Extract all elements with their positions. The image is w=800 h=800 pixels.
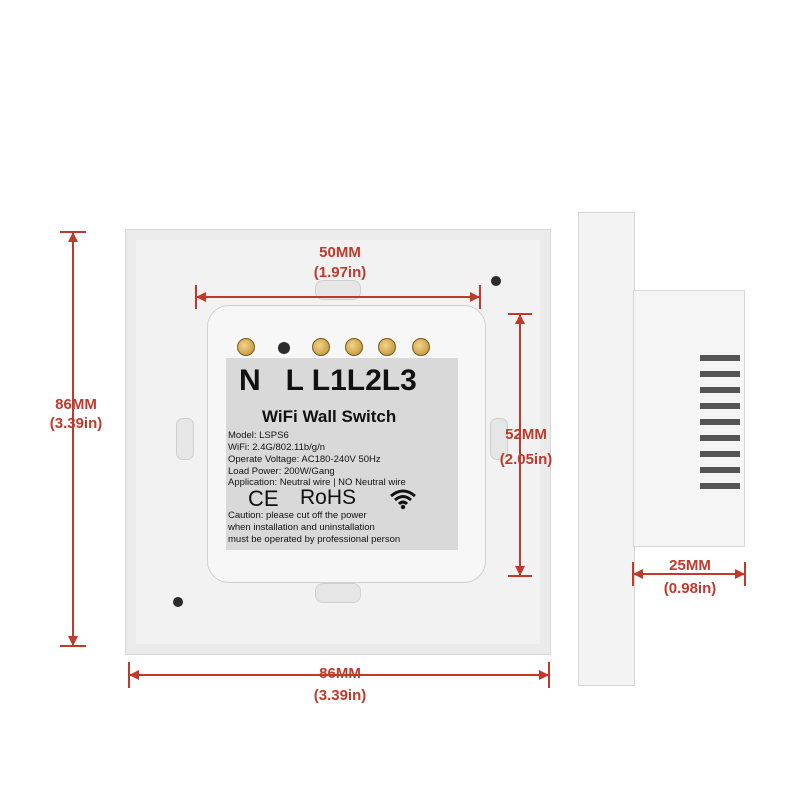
terminal-screw	[237, 338, 255, 356]
dim-height-module-in: (2.05in)	[499, 451, 553, 468]
dim-width-bottom-mm: 86MM	[319, 665, 361, 682]
wifi-icon	[388, 488, 418, 515]
terminal-hole	[278, 342, 290, 354]
dim-depth-mm: 25MM	[669, 557, 711, 574]
side-view-vent	[700, 355, 740, 495]
dim-height-module-mm: 52MM	[505, 426, 547, 443]
terminal-screw	[412, 338, 430, 356]
plate-slot-left	[176, 418, 194, 460]
terminal-screw	[345, 338, 363, 356]
ce-mark: CE	[248, 486, 279, 511]
spec-model: Model: LSPS6	[228, 430, 289, 441]
dim-depth-in: (0.98in)	[663, 580, 717, 597]
spec-application: Application: Neutral wire | NO Neutral w…	[228, 477, 406, 488]
side-view-plate	[578, 212, 635, 686]
plate-hole-top-right	[491, 276, 501, 286]
terminal-screw	[312, 338, 330, 356]
product-label	[226, 358, 458, 550]
spec-load: Load Power: 200W/Gang	[228, 466, 335, 477]
dim-width-bottom-in: (3.39in)	[313, 687, 367, 704]
label-title: WiFi Wall Switch	[262, 407, 397, 426]
caution-line: Caution: please cut off the power	[228, 510, 367, 521]
spec-wifi: WiFi: 2.4G/802.11b/g/n	[228, 442, 325, 453]
dim-height-left-mm: 86MM	[55, 396, 97, 413]
dim-width-top-mm: 50MM	[319, 244, 361, 261]
rohs-mark: RoHS	[300, 486, 357, 509]
dim-width-top-in: (1.97in)	[313, 264, 367, 281]
plate-hole-bottom-left	[173, 597, 183, 607]
caution-line: must be operated by professional person	[228, 534, 401, 545]
terminal-screw	[378, 338, 396, 356]
terminal-labels: N L L1L2L3	[239, 364, 417, 397]
caution-line: when installation and uninstallation	[228, 522, 375, 533]
spec-voltage: Operate Voltage: AC180-240V 50Hz	[228, 454, 381, 465]
plate-slot-right	[490, 418, 508, 460]
plate-slot-top	[315, 280, 361, 300]
plate-slot-bottom	[315, 583, 361, 603]
dim-height-left-in: (3.39in)	[49, 415, 103, 432]
